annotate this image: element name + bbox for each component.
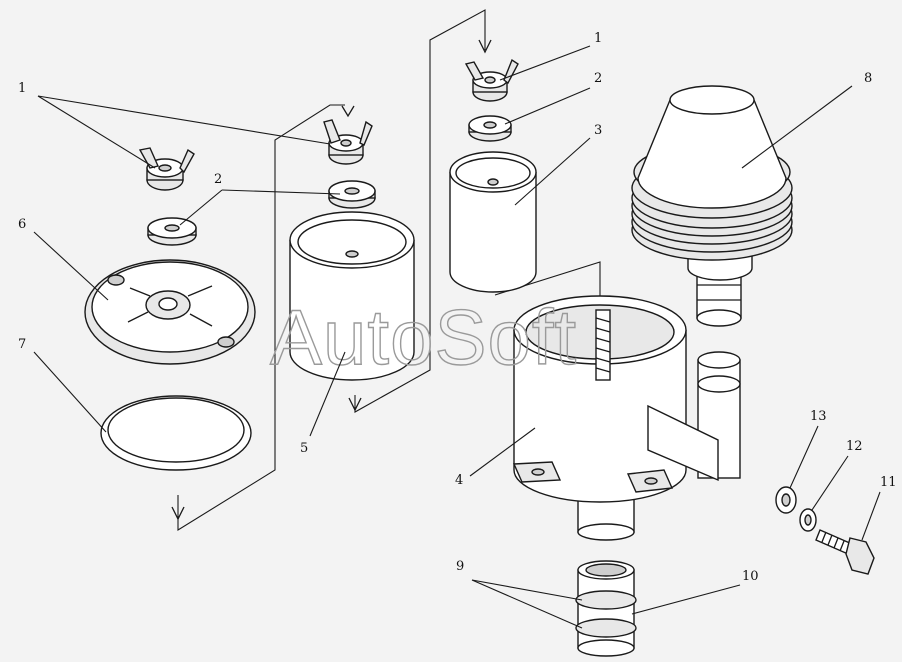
assembly-path-lines: [171, 9, 652, 531]
callout-8: 8: [864, 71, 872, 86]
callout-1-right: 1: [594, 31, 602, 46]
washer-right: [468, 115, 512, 142]
arrow-down-housing: [348, 397, 362, 412]
callout-10: 10: [742, 569, 759, 584]
callout-9: 9: [456, 559, 464, 574]
callout-5: 5: [300, 441, 308, 456]
arrow-down-wingnut-left: [341, 105, 355, 118]
wing-nut-right: [464, 58, 519, 102]
cover-plate-part-6: [84, 259, 256, 365]
outer-filter-part-5: [289, 211, 415, 381]
callout-numbers: 1 2 1 2 3 6 7 5 4 8 9 10 11 12 13: [18, 31, 897, 584]
flat-washer-part-13: [775, 486, 797, 514]
callout-2-right: 2: [594, 71, 602, 86]
washer-middle-left: [328, 180, 376, 209]
arrow-down-left: [171, 506, 185, 521]
callout-1-left: 1: [18, 81, 26, 96]
callout-2-left: 2: [214, 172, 222, 187]
lock-washer-part-12: [799, 508, 817, 532]
sleeve-parts-9-10: [575, 560, 637, 657]
bolt-part-11: [815, 529, 875, 575]
callout-3: 3: [594, 123, 602, 138]
inner-filter-part-3: [449, 151, 537, 293]
callout-11: 11: [880, 475, 897, 490]
callout-7: 7: [18, 337, 26, 352]
arrow-down-wingnut-right: [478, 39, 492, 54]
callout-12: 12: [846, 439, 863, 454]
callout-13: 13: [810, 409, 827, 424]
callout-4: 4: [455, 473, 463, 488]
housing-part-4: [512, 295, 741, 541]
wing-nut-left: [138, 147, 195, 191]
watermark-text: AutoSoft: [270, 293, 577, 381]
leader-lines: [33, 45, 881, 629]
sealing-ring-part-7: [100, 395, 252, 471]
wing-nut-middle-left: [323, 119, 373, 165]
assembly-path-left: [177, 104, 345, 531]
callout-6: 6: [18, 217, 26, 232]
cap-part-8: [631, 85, 793, 327]
washer-left: [147, 217, 197, 246]
